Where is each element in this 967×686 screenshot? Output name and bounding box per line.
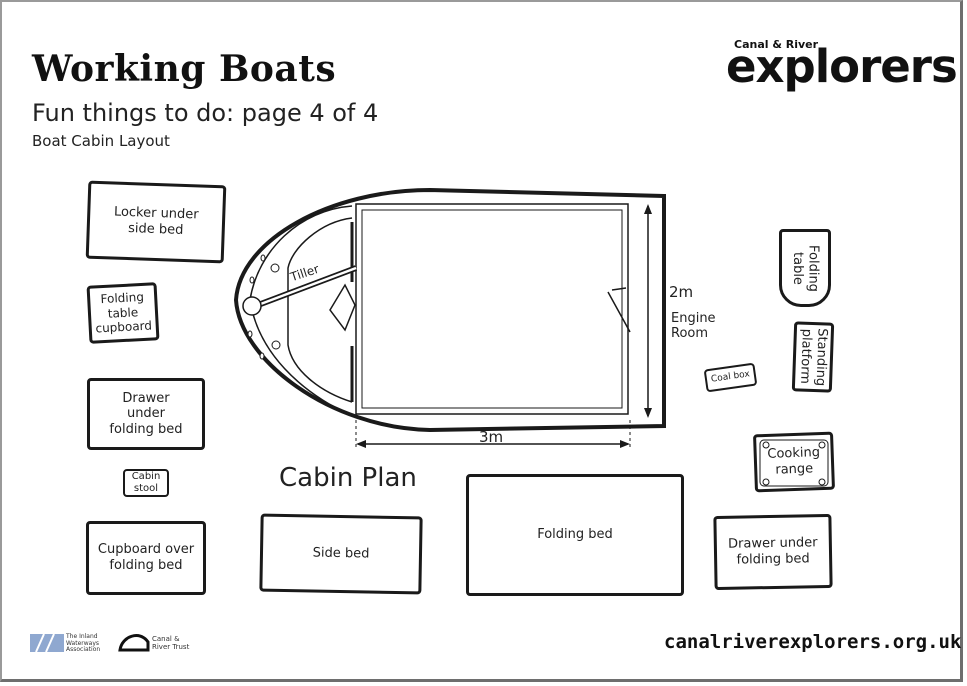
cooking-range-piece[interactable]: Cooking range [753, 431, 835, 493]
boat-stern-inner [287, 217, 353, 403]
crt-logo-icon [118, 634, 150, 652]
explorers-logo: explorers [726, 40, 958, 93]
side-bed-piece[interactable]: Side bed [259, 513, 423, 595]
length-label: 3m [479, 428, 504, 446]
standing-platform-piece[interactable]: Standing platform [791, 321, 835, 393]
explorers-logo-tagline: Canal & River [734, 38, 819, 51]
cupboard-over-folding-bed-piece[interactable]: Cupboard over folding bed [86, 521, 206, 595]
locker-under-side-bed-piece[interactable]: Locker under side bed [85, 180, 227, 264]
section-title: Boat Cabin Layout [32, 132, 170, 150]
page-subtitle: Fun things to do: page 4 of 4 [32, 99, 379, 127]
engine-room-label: Engine Room [671, 311, 716, 341]
boat-hull [233, 187, 666, 433]
cabin-plan-label: Cabin Plan [279, 463, 417, 493]
folding-table-piece[interactable]: Folding table [779, 229, 831, 307]
folding-table-cupboard-piece[interactable]: Folding table cupboard [86, 282, 160, 344]
page-title: Working Boats [32, 48, 337, 90]
cabin-stool-piece[interactable]: Cabin stool [123, 469, 169, 497]
iwa-logo-text: The Inland Waterways Association [66, 633, 101, 654]
folding-bed-piece[interactable]: Folding bed [466, 474, 684, 596]
website-url[interactable]: canalriverexplorers.org.uk [664, 631, 962, 653]
drawer-under-folding-bed-left-piece[interactable]: Drawer under folding bed [87, 378, 205, 450]
crt-logo-text: Canal & River Trust [152, 635, 190, 651]
drawer-under-folding-bed-right-piece[interactable]: Drawer under folding bed [713, 513, 833, 591]
width-label: 2m [669, 283, 694, 301]
cabin-interior [355, 203, 629, 415]
